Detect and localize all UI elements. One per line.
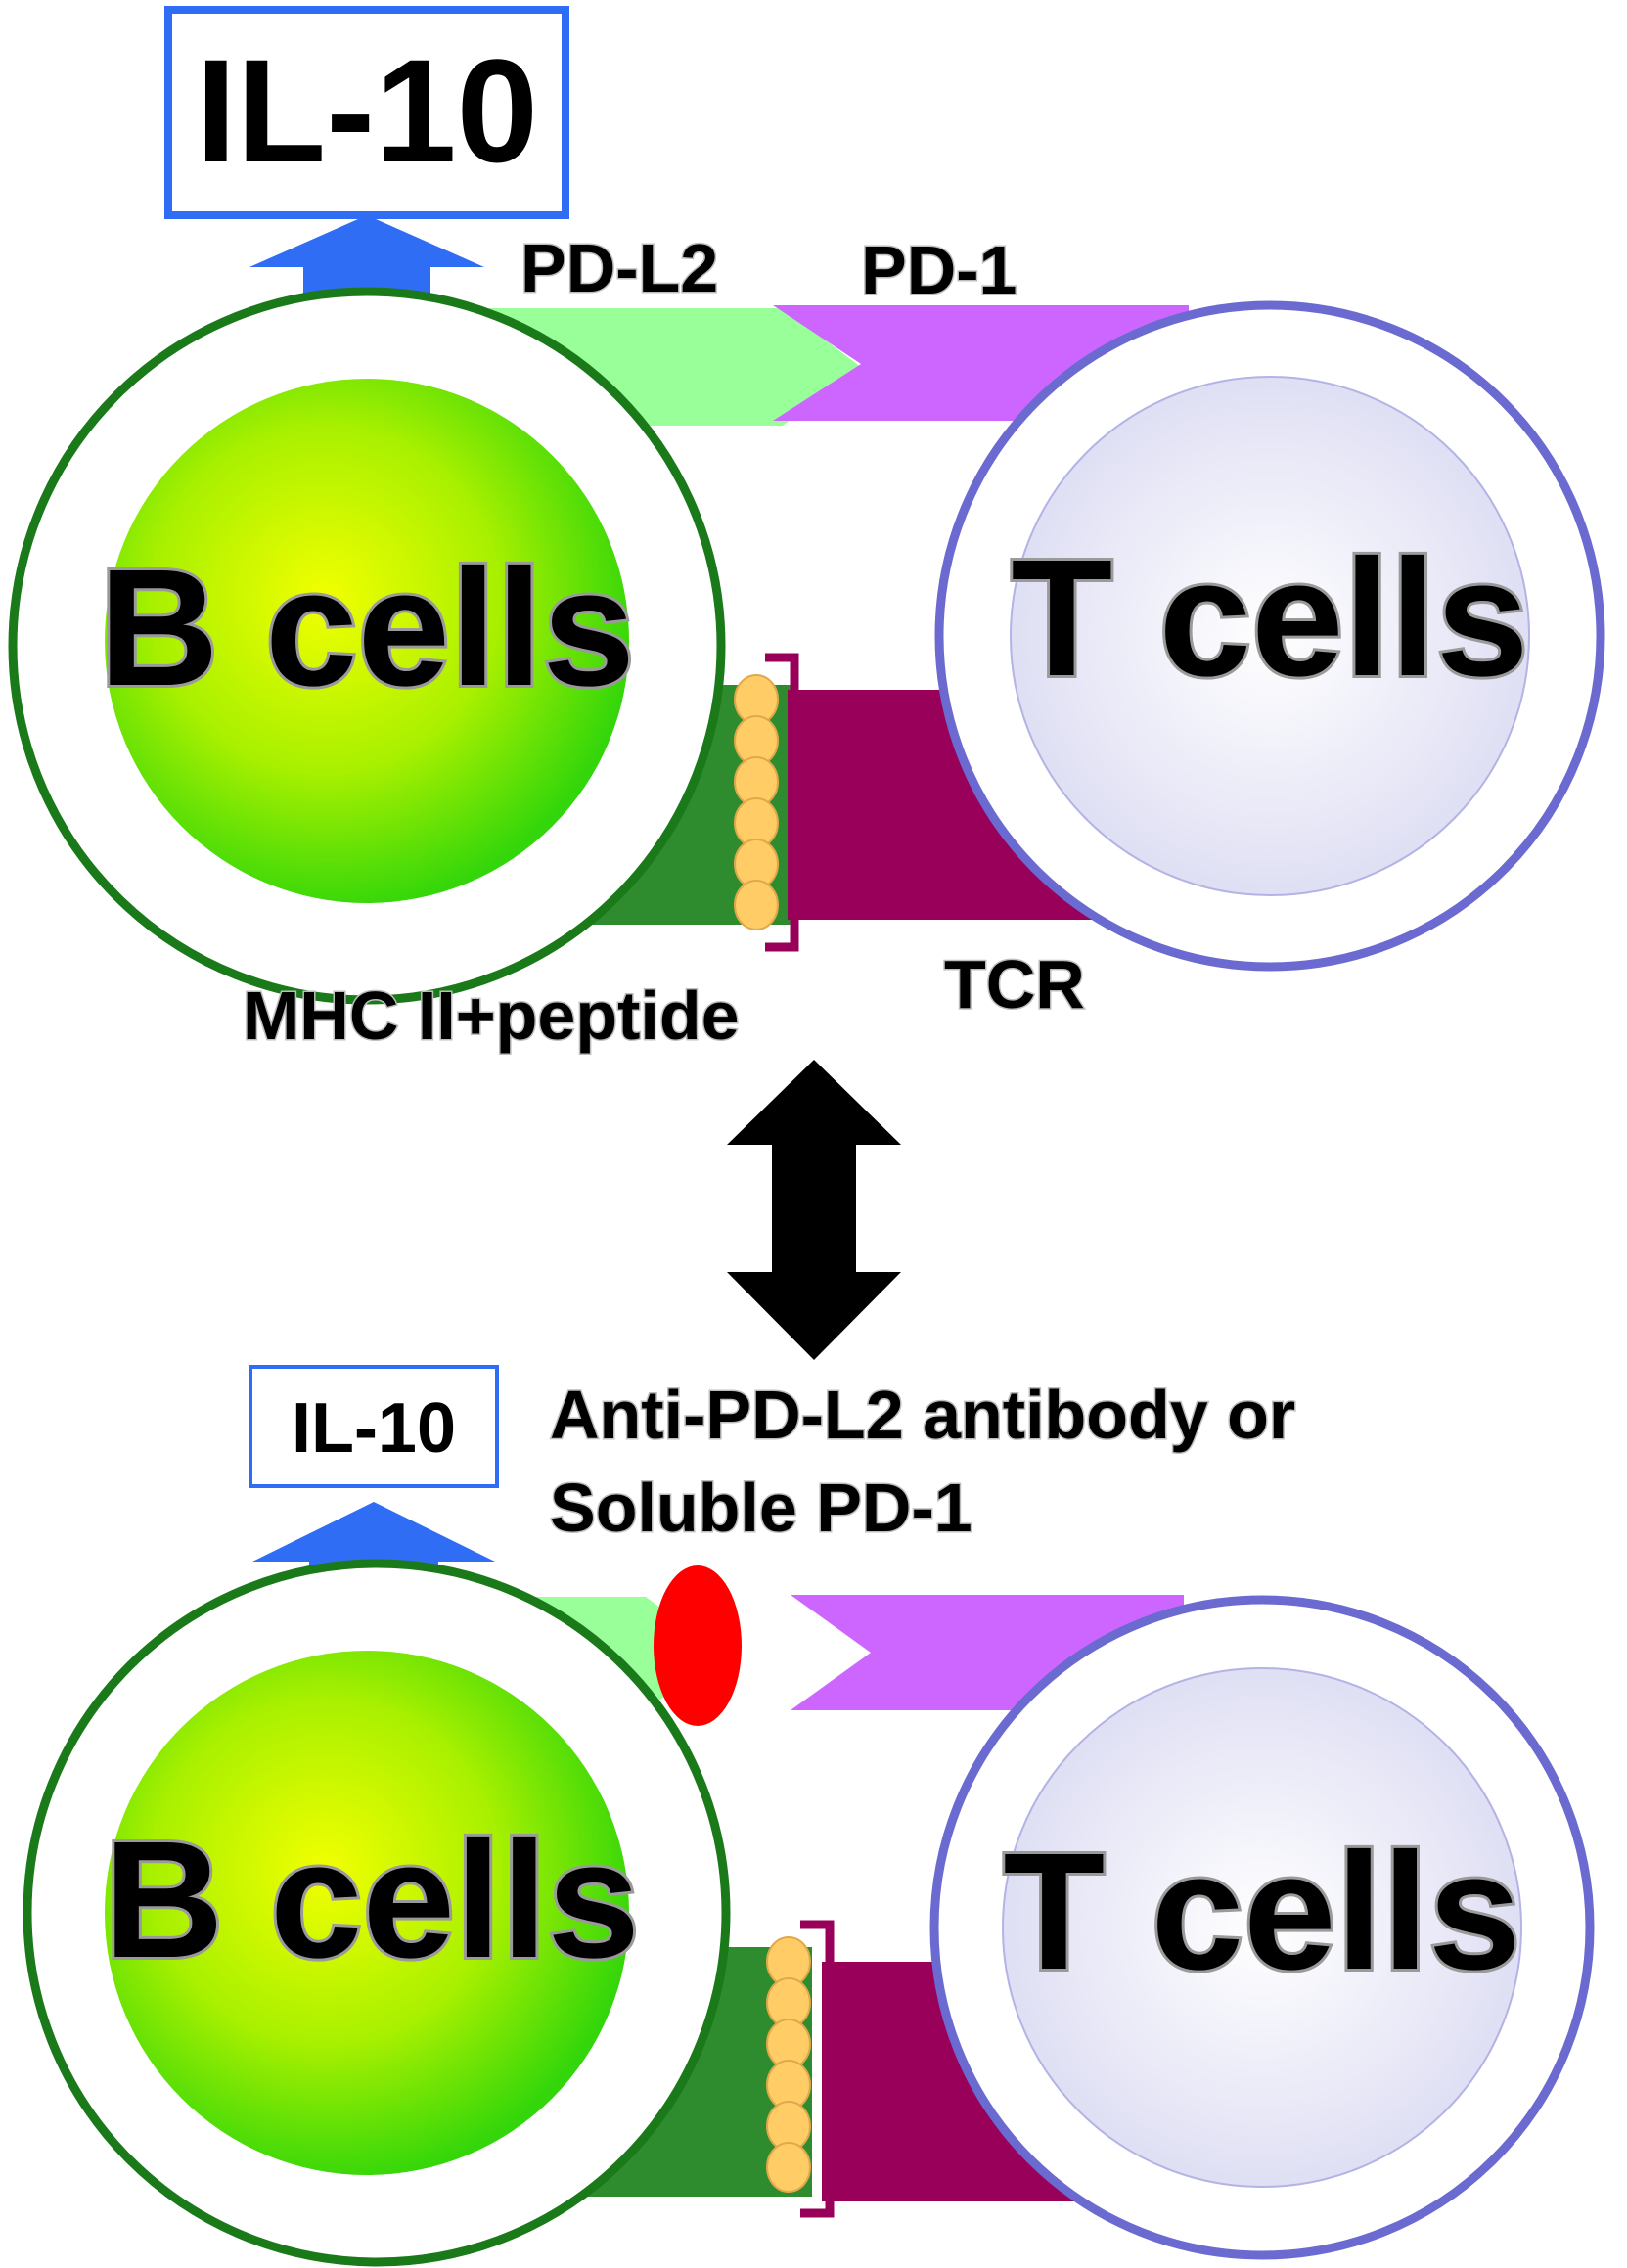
tcr-label: TCR	[944, 946, 1085, 1022]
il10-label: IL-10	[196, 28, 538, 193]
b-cell-top: B cells	[8, 287, 726, 1005]
pdl2-label: PD-L2	[520, 230, 718, 306]
blocker-label-line2: Soluble PD-1	[550, 1470, 972, 1546]
t-cell-label: T cells	[1003, 1819, 1520, 2005]
bottom-panel: IL-10 Anti-PD-L2 antibody or Soluble PD-…	[23, 1365, 1595, 2267]
il10-label-small: IL-10	[292, 1389, 456, 1468]
b-cell-label: B cells	[99, 535, 635, 721]
t-cell-label: T cells	[1011, 525, 1528, 711]
tcr-bracket	[765, 653, 799, 952]
peptide-chain	[766, 1936, 811, 2193]
t-cell-bottom: T cells	[929, 1595, 1595, 2260]
blocker-label-line1: Anti-PD-L2 antibody or	[550, 1377, 1295, 1453]
t-cell-nucleus	[1010, 376, 1530, 896]
peptide-bead	[766, 2142, 811, 2193]
mhc-label: MHC II+peptide	[243, 977, 740, 1054]
pd1-label: PD-1	[861, 232, 1017, 308]
t-cell-nucleus	[1002, 1667, 1522, 2188]
b-cell-nucleus	[105, 379, 629, 903]
top-panel: IL-10 PD-L2 PD-1 B cells T cells	[8, 6, 1605, 1056]
b-cell-label: B cells	[104, 1807, 640, 1993]
b-cell-nucleus	[105, 1651, 629, 2175]
peptide-bead	[734, 880, 779, 930]
double-headed-arrow-icon	[727, 1060, 901, 1360]
tcr-bracket	[800, 1920, 835, 2218]
il10-box	[164, 6, 569, 219]
il10-box-small	[249, 1365, 499, 1488]
peptide-chain	[734, 674, 779, 930]
blocking-ellipse-icon	[654, 1565, 742, 1726]
b-cell-bottom: B cells	[23, 1559, 731, 2267]
t-cell-top: T cells	[934, 300, 1605, 972]
